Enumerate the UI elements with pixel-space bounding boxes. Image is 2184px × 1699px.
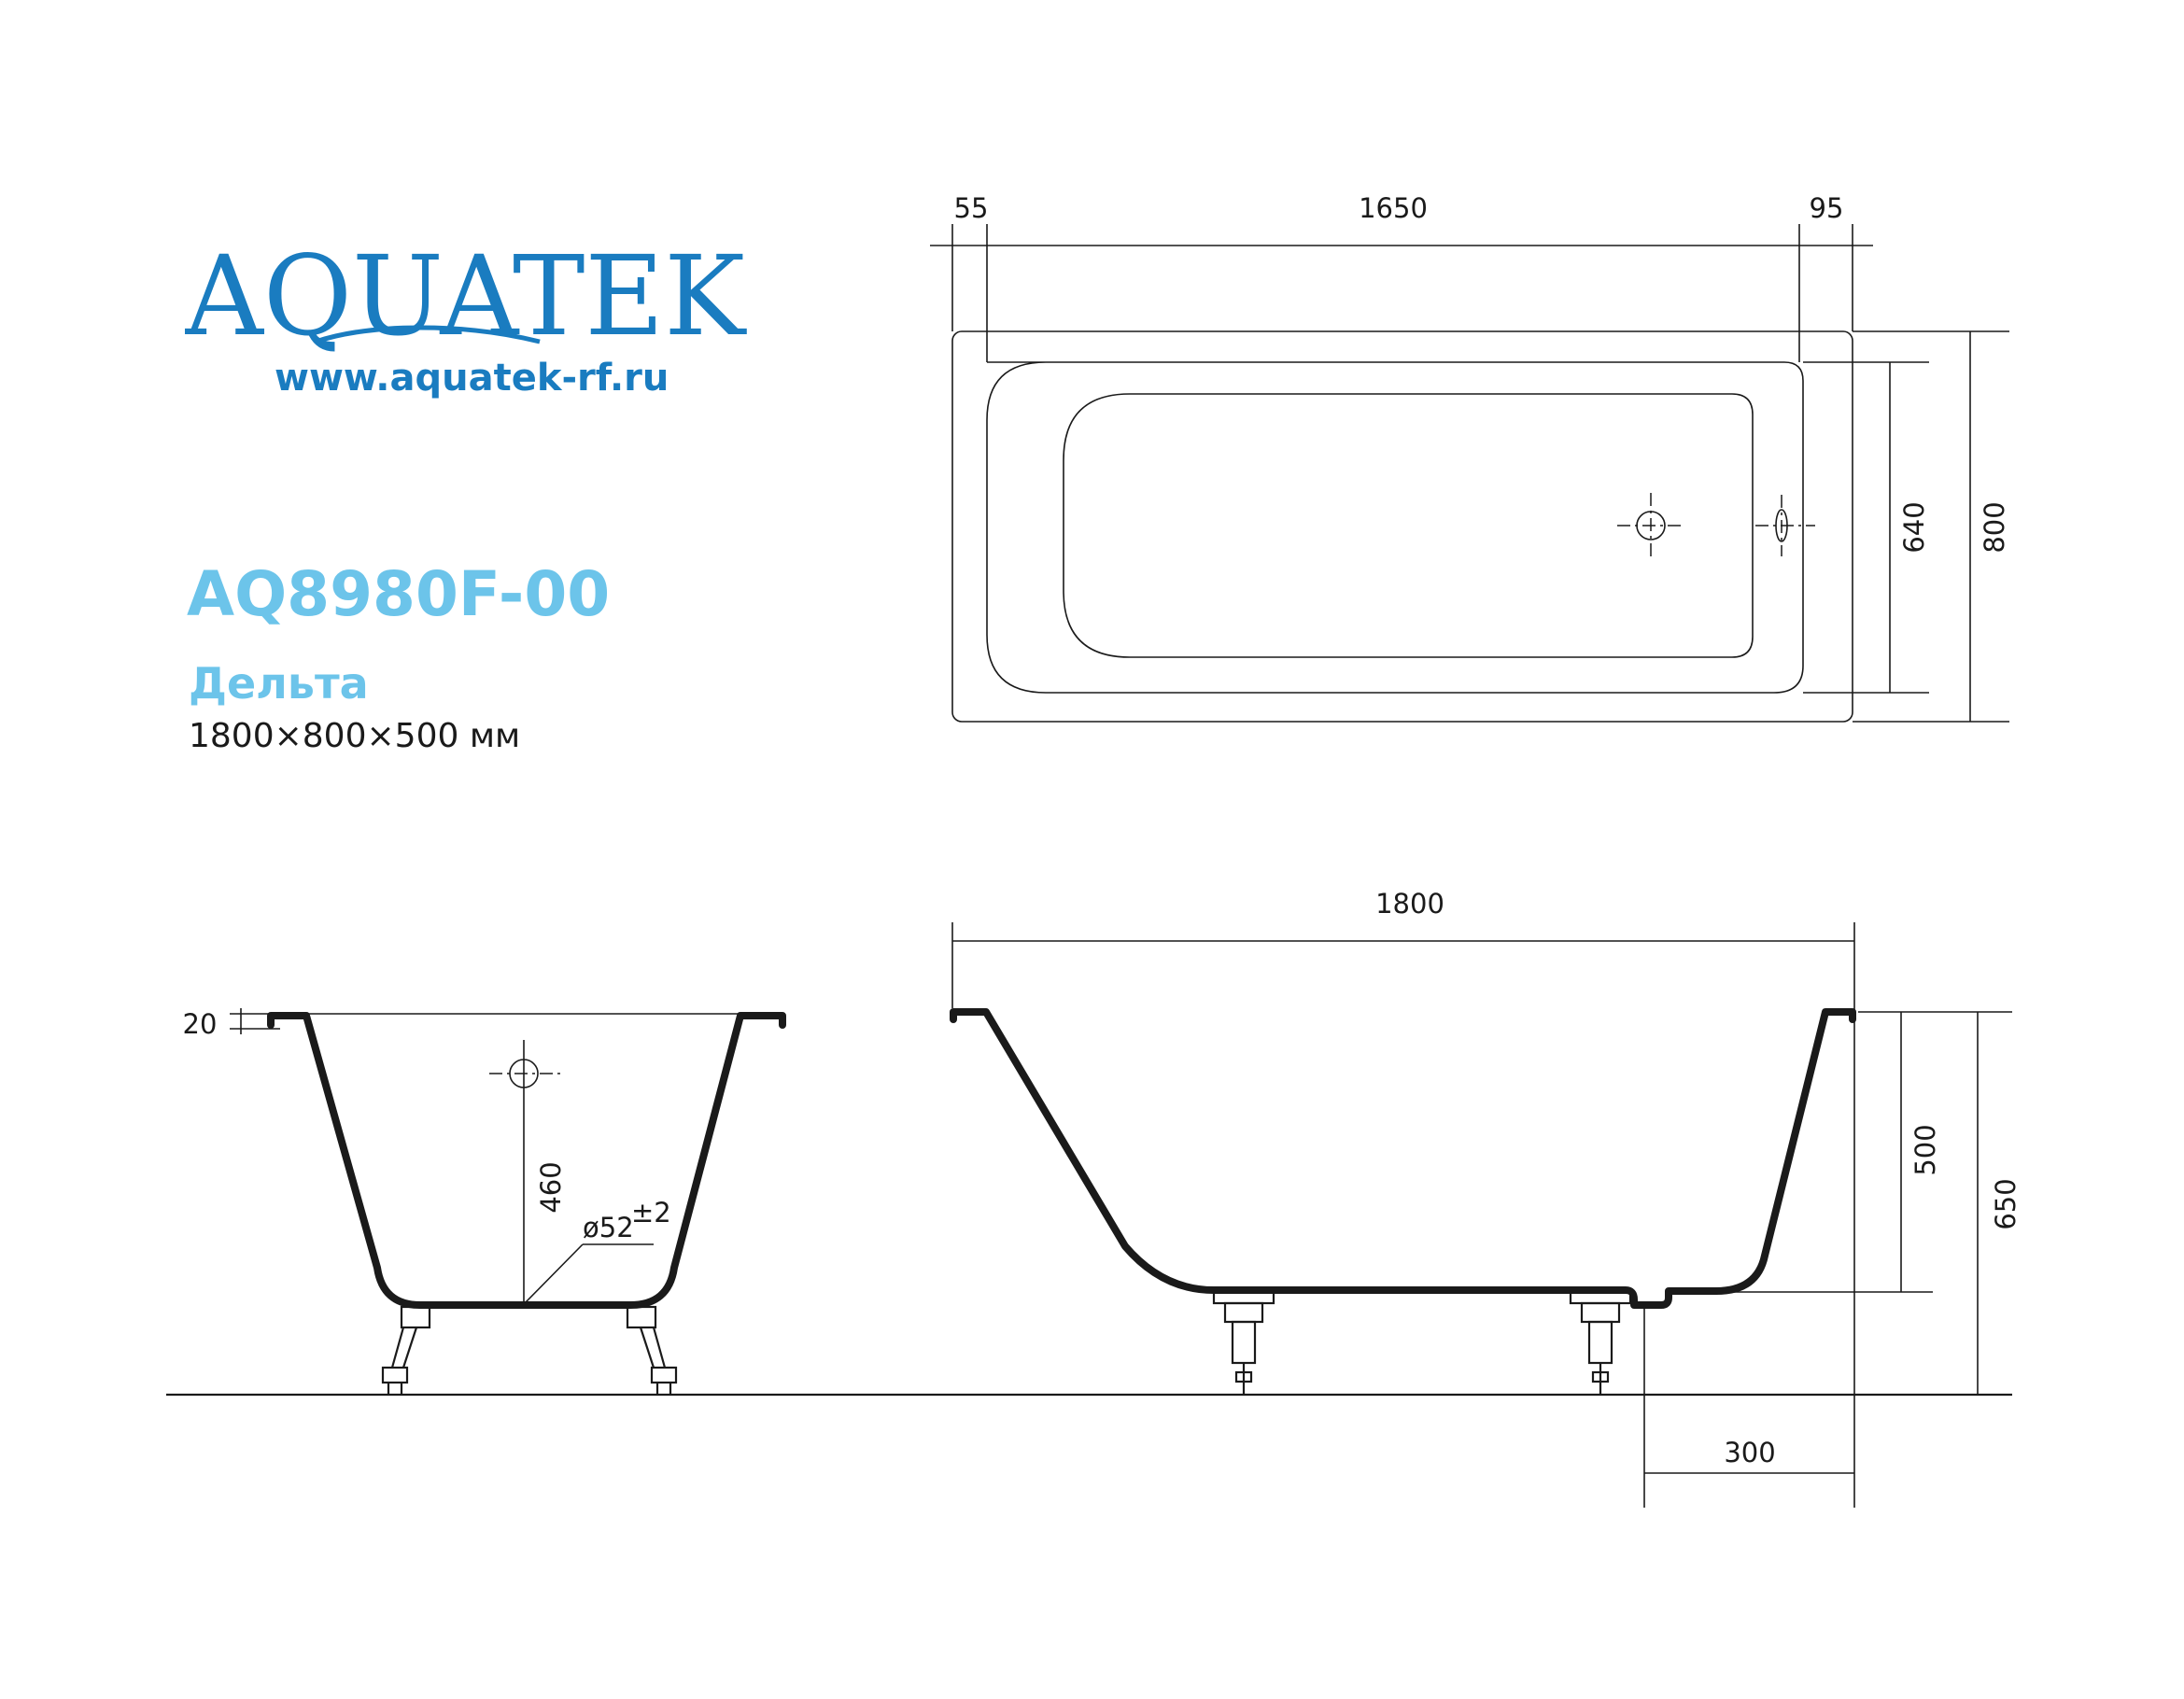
end-leg-left <box>381 1305 431 1395</box>
dim-label-300: 300 <box>1724 1437 1775 1468</box>
dim-label-650: 650 <box>1990 1178 2022 1229</box>
dim-label-55: 55 <box>954 192 989 224</box>
end-leg-right <box>626 1305 678 1395</box>
logo-wave-icon <box>315 325 541 344</box>
diameter-leader <box>522 1243 584 1306</box>
tub-bottom <box>1063 393 1754 658</box>
dim-label-800: 800 <box>1979 501 2010 553</box>
end-view: 20 460 ø52 ±2 <box>183 1008 786 1395</box>
aquatek-logo: AQUATEK <box>185 233 747 355</box>
dim-label-diameter: ø52 <box>583 1212 634 1243</box>
website-url[interactable]: www.aquatek-rf.ru <box>275 357 669 400</box>
side-leg-right <box>1569 1290 1632 1395</box>
side-leg-left <box>1212 1290 1275 1395</box>
dim-label-1800: 1800 <box>1375 888 1444 920</box>
dim-label-95: 95 <box>1810 192 1844 224</box>
dim-label-1650: 1650 <box>1359 192 1428 224</box>
dim-label-640: 640 <box>1898 501 1930 553</box>
model-number: AQ8980F-00 <box>187 558 611 630</box>
end-view-shell <box>267 1012 786 1309</box>
tub-inner-wall <box>986 361 1804 694</box>
product-dimensions: 1800×800×500 мм <box>189 717 521 755</box>
dim-label-500: 500 <box>1909 1124 1941 1175</box>
side-view-shell <box>950 1008 1856 1309</box>
dim-label-tolerance: ±2 <box>631 1197 671 1229</box>
dim-label-20: 20 <box>183 1008 218 1040</box>
top-view: 55 1650 95 640 800 <box>930 192 2010 723</box>
tub-outer-rim <box>951 330 1853 723</box>
dim-label-460: 460 <box>535 1161 567 1213</box>
logo-wordmark: AQUATEK <box>185 233 747 355</box>
product-name: Дельта <box>189 658 369 709</box>
side-view: 1800 500 650 300 <box>950 888 2022 1508</box>
